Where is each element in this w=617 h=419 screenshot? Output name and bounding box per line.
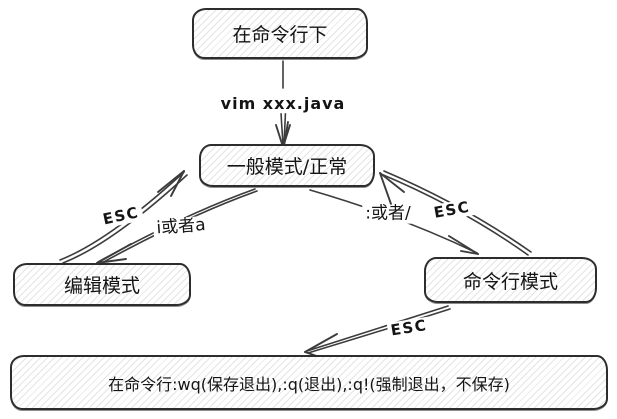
edge-label-enter-cmdline: :或者/ [362, 204, 414, 224]
node-command-line: 在命令行下 [192, 8, 368, 59]
node-normal-mode-label: 一般模式/正常 [226, 156, 348, 178]
edge-label-enter-edit: i或者a [152, 215, 210, 238]
arrow-open-file [275, 60, 291, 148]
arrow-esc-from-edit [59, 170, 188, 264]
edge-label-open-file: vim xxx.java [217, 95, 349, 113]
node-cmdline-mode: 命令行模式 [424, 257, 597, 303]
node-cmdline-mode-label: 命令行模式 [462, 270, 558, 293]
arrow-esc-to-quit [304, 305, 451, 363]
node-quit-commands-label: 在命令行:wq(保存退出),:q(退出),:q!(强制退出，不保存) [108, 374, 510, 394]
node-quit-commands: 在命令行:wq(保存退出),:q(退出),:q!(强制退出，不保存) [10, 355, 608, 410]
node-edit-mode: 编辑模式 [13, 263, 191, 306]
node-edit-mode-label: 编辑模式 [63, 275, 140, 297]
node-command-line-label: 在命令行下 [232, 24, 328, 46]
node-normal-mode: 一般模式/正常 [199, 144, 375, 187]
